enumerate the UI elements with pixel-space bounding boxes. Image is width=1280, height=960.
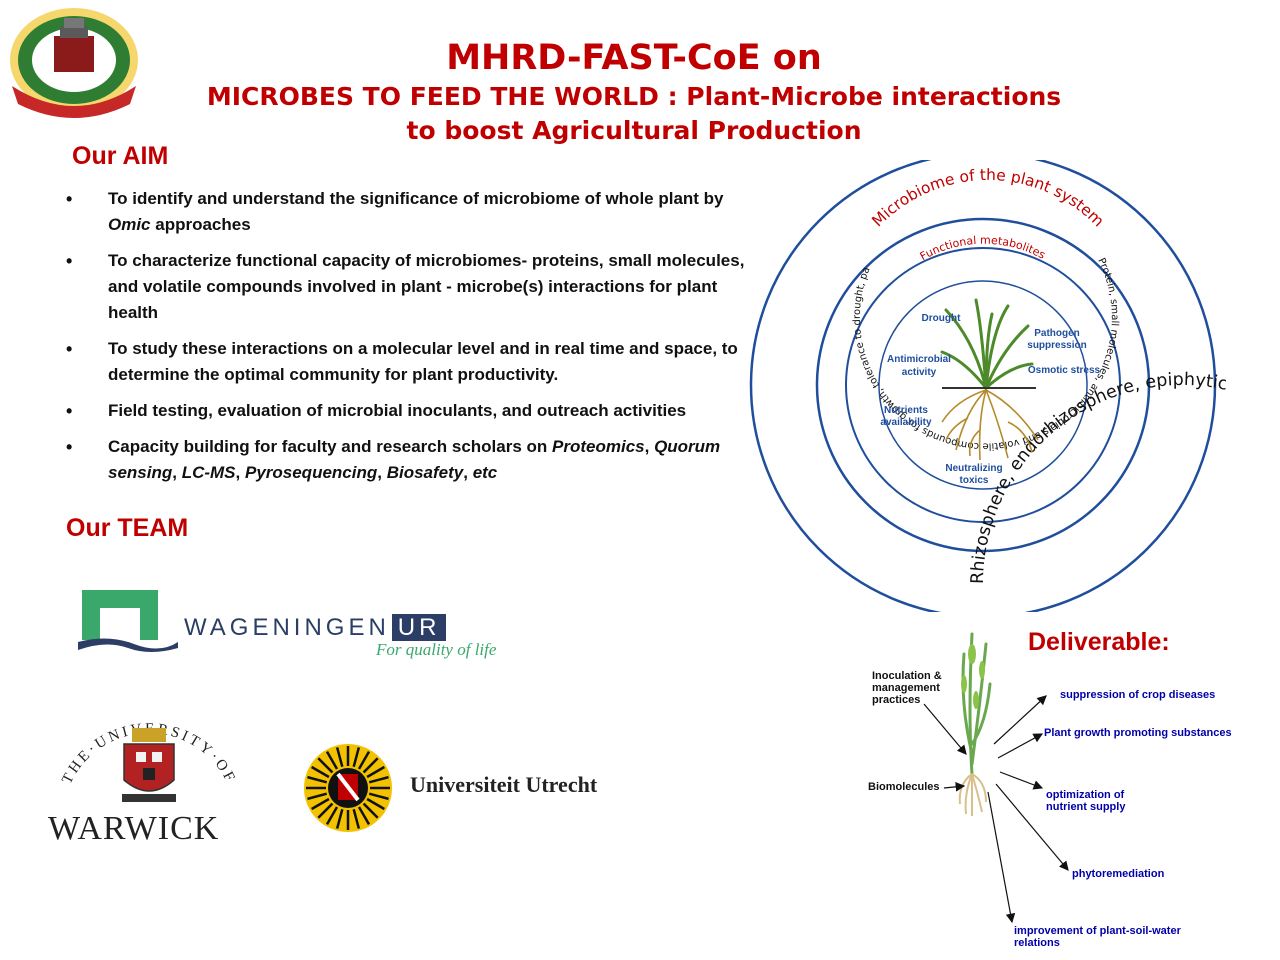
- team-heading: Our TEAM: [66, 514, 189, 542]
- aim-item: To identify and understand the significa…: [66, 186, 756, 238]
- page-title: MHRD-FAST-CoE on: [446, 38, 822, 78]
- sun-ray: [317, 757, 334, 774]
- utrecht-sun-icon: [304, 744, 392, 832]
- sun-ray: [317, 802, 334, 819]
- warwick-name: WARWICK: [48, 810, 220, 847]
- aim-item: To study these interactions on a molecul…: [66, 336, 756, 388]
- sun-ray: [307, 775, 328, 784]
- warwick-crest: THE·UNIVERSITY·OF: [59, 721, 236, 802]
- sun-ray: [357, 806, 371, 825]
- tnau-logo: [10, 8, 138, 118]
- plant-illustration: [940, 298, 1039, 461]
- sun-ray: [362, 757, 379, 774]
- deliverable-heading: Deliverable:: [1028, 628, 1170, 656]
- subtitle-line-1: MICROBES TO FEED THE WORLD : Plant-Micro…: [206, 82, 1062, 111]
- subtitle-line-2: to boost Agricultural Production: [406, 116, 862, 145]
- page-subtitle: MICROBES TO FEED THE WORLD : Plant-Micro…: [0, 80, 1268, 148]
- sun-ray: [368, 775, 389, 784]
- outcome-suppression: suppression of crop diseases: [1060, 689, 1215, 701]
- rice-plant: [958, 632, 992, 816]
- sun-ray: [352, 808, 361, 829]
- sun-ray: [325, 751, 339, 770]
- sun-ray: [325, 806, 339, 825]
- sun-ray: [368, 792, 389, 801]
- aim-item: To characterize functional capacity of m…: [66, 248, 756, 326]
- wageningen-tagline: For quality of life: [376, 640, 497, 659]
- inner-ring: [845, 247, 1121, 523]
- biomolecules-label: Biomolecules: [868, 781, 940, 793]
- outcome-phytoremediation: phytoremediation: [1072, 868, 1165, 880]
- microbiome-label: Microbiome of the plant system: [868, 166, 1107, 230]
- sun-ray: [366, 797, 385, 811]
- utrecht-name: Universiteit Utrecht: [410, 772, 598, 797]
- middle-ring: [815, 217, 1151, 553]
- outcome-growth: Plant growth promoting substances: [1044, 727, 1232, 739]
- wageningen-mark: [78, 590, 178, 652]
- sun-ray: [335, 808, 344, 829]
- sun-ray: [362, 802, 379, 819]
- warwick-logo: THE·UNIVERSITY·OF WARWICK: [44, 706, 254, 856]
- sun-ray: [352, 747, 361, 768]
- drought-label: Drought: [922, 313, 962, 324]
- microbiome-diagram: Rhizosphere, endorhizosphere, epiphytic …: [746, 160, 1226, 612]
- wageningen-ur-box: UR: [391, 614, 447, 641]
- sun-ray: [307, 792, 328, 801]
- sun-ray: [311, 765, 330, 779]
- aim-heading: Our AIM: [72, 142, 169, 170]
- osmotic-label: Osmotic stress: [1028, 365, 1101, 376]
- outer-ring: [749, 160, 1217, 612]
- aim-list: To identify and understand the significa…: [66, 186, 756, 496]
- sun-ray: [335, 747, 344, 768]
- aim-item: Field testing, evaluation of microbial i…: [66, 398, 756, 424]
- sun-ray: [311, 797, 330, 811]
- sun-ray: [357, 751, 371, 770]
- sun-ray: [366, 765, 385, 779]
- aim-item: Capacity building for faculty and resear…: [66, 434, 756, 486]
